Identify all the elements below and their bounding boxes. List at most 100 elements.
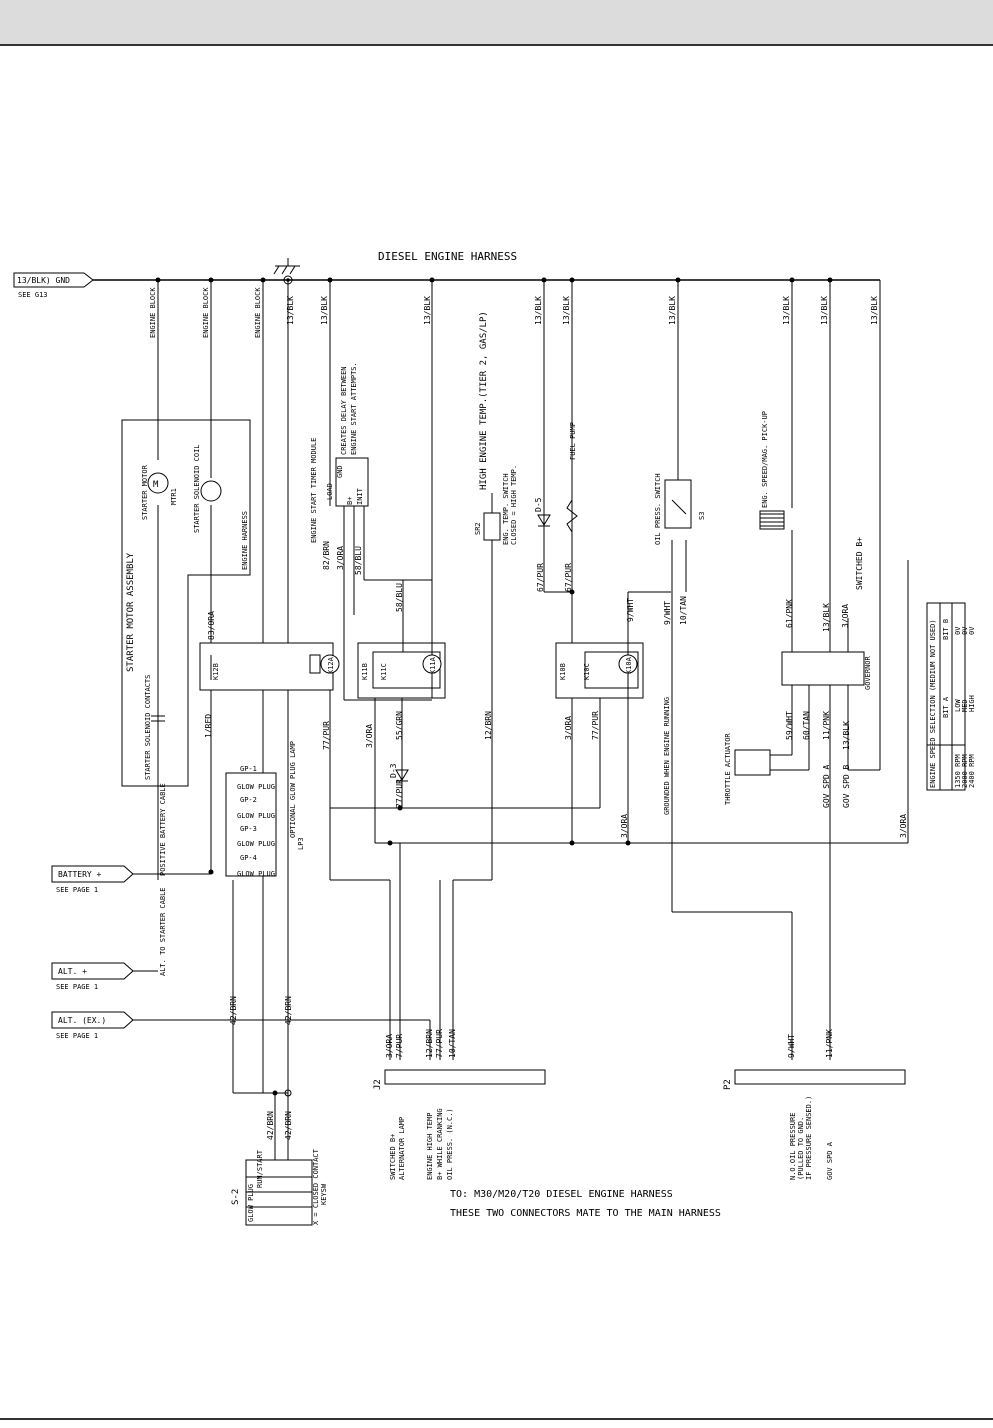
- keyswitch-col: RUN/START: [256, 1149, 264, 1188]
- wire-label: 60/TAN: [802, 711, 811, 740]
- top-wire-label: 13/BLK: [782, 296, 791, 325]
- glow-plug-label: GLOW PLUG: [237, 870, 275, 878]
- starter-solenoid-coil: STARTER SOLENOID COIL: [193, 444, 222, 533]
- speed-table-cell: BIT A: [942, 696, 950, 718]
- j2-wire: 3/ORA: [385, 1034, 394, 1058]
- relay-k11: K11B K11C K11A: [357, 280, 446, 699]
- timer-module-label: ENGINE START TIMER MODULE: [310, 438, 318, 543]
- keyswitch-col: GLOW PLUG: [247, 1184, 255, 1222]
- mid-wire-labels: 83/ORA 82/BRN 3/ORA 58/BLU 58/BLU 1/RED …: [204, 541, 908, 1140]
- speed-table-cell: LOW: [954, 699, 962, 712]
- footer-line-2: THESE TWO CONNECTORS MATE TO THE MAIN HA…: [450, 1208, 721, 1219]
- page-header-bar: [0, 0, 993, 46]
- d3-label: D-3: [389, 763, 398, 778]
- alt-tag[interactable]: ALT. + SEE PAGE 1: [51, 962, 134, 991]
- relay-id: K11A: [429, 656, 437, 674]
- wire-label: 77/PUR: [591, 711, 600, 740]
- glow-plug-id: GP-3: [240, 825, 257, 833]
- throttle-actuator: THROTTLE ACTUATOR: [724, 733, 771, 805]
- j2-label: B+ WHILE CRANKING: [436, 1108, 444, 1180]
- speed-table-cell: 1350 RPM: [954, 754, 962, 788]
- fuel-pump: FUEL PUMP: [566, 422, 578, 533]
- top-wire-label: ENGINE BLOCK: [254, 287, 262, 338]
- connector-p2: P2 9/WHT 11/PNK N.O.OIL PRESSURE (PULLED…: [723, 1029, 906, 1180]
- oil-pressure-switch: OIL PRESS. SWITCH S3 GROUNDED WHEN ENGIN…: [654, 473, 706, 815]
- wire-label: 3/ORA: [841, 604, 850, 628]
- speed-table-cell: 0V: [954, 626, 962, 635]
- j2-wire: 7/PUR: [395, 1034, 404, 1058]
- speed-pickup-label: ENG. SPEED/MAG. PICK-UP: [761, 411, 769, 508]
- top-wire-label: 13/BLK: [820, 296, 829, 325]
- wire-label: 42/BRN: [284, 996, 293, 1025]
- relay-id: K12A: [327, 656, 335, 674]
- relay-id: K11B: [361, 663, 369, 680]
- p2-id: P2: [723, 1079, 733, 1090]
- speed-table-cell: 2000 RPM: [961, 754, 969, 788]
- governor-label: GOVERNOR: [864, 655, 872, 690]
- gov-spd-a-label: GOV SPD A: [822, 764, 831, 808]
- wire-label: 67/PUR: [564, 563, 573, 592]
- alt-tag-see: SEE PAGE 1: [56, 983, 98, 991]
- speed-table-cell: 0V: [961, 626, 969, 635]
- starter-motor-m-icon: M: [153, 480, 159, 490]
- timer-module: LOAD GND B+ INIT ENGINE START TIMER MODU…: [310, 280, 432, 700]
- battery-cable-label: POSITIVE BATTERY CABLE: [159, 783, 167, 876]
- wire-label: 3/ORA: [336, 546, 345, 570]
- wire-label: 61/PNK: [785, 599, 794, 628]
- top-wire-label: ENGINE BLOCK: [149, 287, 157, 338]
- j2-label: ENGINE HIGH TEMP: [426, 1113, 434, 1180]
- wire-label: 58/BLU: [354, 546, 363, 575]
- j2-wire: 12/BRN: [425, 1029, 434, 1058]
- switched-bplus-label: SWITCHED B+: [855, 537, 864, 590]
- timer-pin-b: B+: [346, 497, 354, 505]
- solenoid-coil-label: STARTER SOLENOID COIL: [193, 444, 201, 533]
- gov-spd-b-label: GOV SPD B: [842, 764, 851, 808]
- top-wire-label: ENGINE BLOCK: [202, 287, 210, 338]
- throttle-label: THROTTLE ACTUATOR: [724, 733, 732, 805]
- speed-table-cell: MED: [961, 699, 969, 712]
- alt-ex-tag[interactable]: ALT. (EX.) SEE PAGE 1: [51, 1011, 134, 1040]
- glow-lamp-label: OPTIONAL GLOW PLUG LAMP: [289, 741, 297, 838]
- relay-id: K10B: [559, 663, 567, 680]
- battery-tag[interactable]: BATTERY + SEE PAGE 1: [51, 865, 134, 894]
- top-wire-labels: ENGINE BLOCK ENGINE BLOCK ENGINE BLOCK 1…: [149, 287, 879, 338]
- top-wire-label: 13/BLK: [870, 296, 879, 325]
- alt-ex-tag-label: ALT. (EX.): [58, 1016, 106, 1025]
- glow-plug-id: GP-4: [240, 854, 257, 862]
- gnd-tag[interactable]: 13/BLK) GND SEE G13: [13, 272, 94, 299]
- gnd-tag-label: 13/BLK) GND: [17, 276, 70, 285]
- relay-id: K12B: [212, 663, 220, 680]
- p2-label: N.O.OIL PRESSURE: [789, 1113, 797, 1180]
- wire-label: 9/WHT: [663, 601, 672, 625]
- j2-wire: 77/PUR: [435, 1029, 444, 1058]
- speed-pickup: ENG. SPEED/MAG. PICK-UP: [759, 411, 785, 530]
- relay-id: K11C: [380, 663, 388, 680]
- wire-label: 82/BRN: [322, 541, 331, 570]
- speed-table-title: ENGINE SPEED SELECTION (MEDIUM NOT USED): [929, 619, 937, 788]
- wire-label: 55/GRN: [395, 711, 404, 740]
- starter-motor: M STARTER MOTOR MTR1: [141, 464, 178, 520]
- top-wire-label: 13/BLK: [423, 296, 432, 325]
- temp-switch-sr2: SR2 HIGH ENGINE TEMP.(TIER 2, GAS/LP) EN…: [474, 311, 518, 545]
- p2-label: GOV SPD A: [826, 1141, 834, 1180]
- starter-motor-label: STARTER MOTOR: [141, 464, 149, 520]
- wire-label: 83/ORA: [207, 611, 216, 640]
- speed-table-cell: HIGH: [968, 695, 976, 712]
- wire-label: 1/RED: [204, 714, 213, 738]
- starter-contacts-label: STARTER SOLENOID CONTACTS: [144, 675, 152, 780]
- glow-plug-label: GLOW PLUG: [237, 783, 275, 791]
- keyswitch-id: S-2: [231, 1189, 241, 1205]
- top-wire-label: 13/BLK: [320, 296, 329, 325]
- p2-wire: 9/WHT: [787, 1034, 796, 1058]
- sr2-sub1: ENG. TEMP. SWITCH: [502, 473, 510, 545]
- top-wire-label: 13/BLK: [562, 296, 571, 325]
- j2-label: OIL PRESS. (N.C.): [446, 1108, 454, 1180]
- fuel-pump-label: FUEL PUMP: [569, 422, 577, 460]
- oil-switch-label: OIL PRESS. SWITCH: [654, 473, 662, 545]
- top-wire-label: 13/BLK: [286, 296, 295, 325]
- diagram-title: DIESEL ENGINE HARNESS: [378, 250, 517, 263]
- starter-motor-id: MTR1: [170, 488, 178, 505]
- p2-label: (PULLED TO GND.: [797, 1117, 805, 1180]
- wire-label: 3/ORA: [899, 814, 908, 838]
